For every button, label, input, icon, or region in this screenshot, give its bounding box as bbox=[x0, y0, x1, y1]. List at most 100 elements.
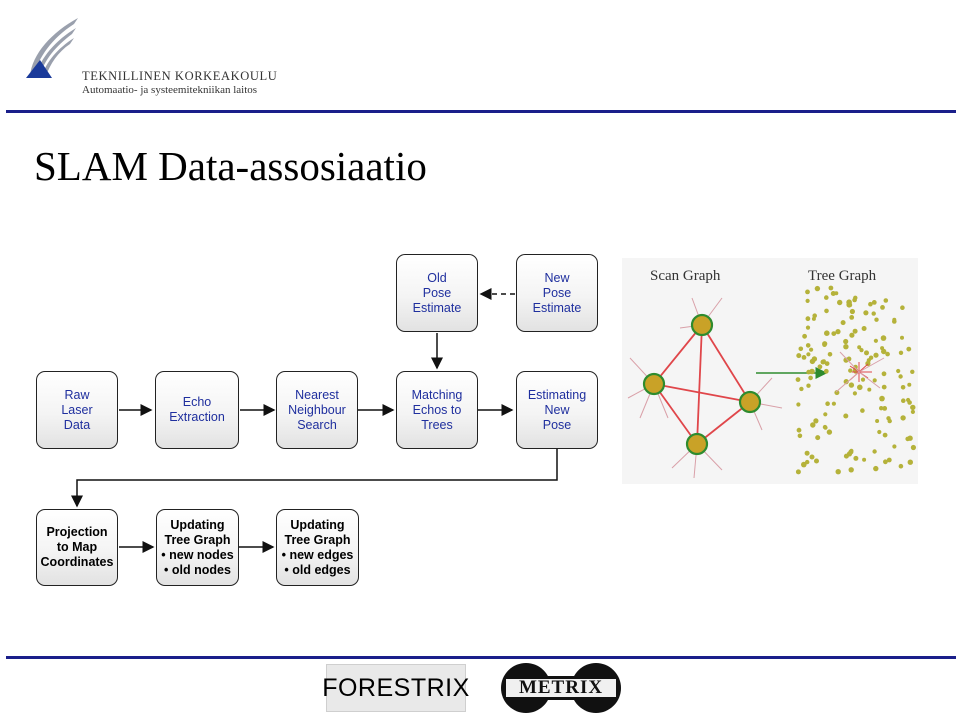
tree-dot bbox=[843, 344, 849, 350]
tree-dot bbox=[840, 320, 846, 326]
tree-dot bbox=[801, 355, 807, 360]
tree-dot bbox=[907, 435, 913, 441]
tree-dot bbox=[822, 342, 827, 347]
tree-dot bbox=[822, 424, 828, 430]
tree-dot bbox=[896, 368, 901, 374]
tree-dot bbox=[848, 368, 853, 373]
tree-dot bbox=[797, 433, 803, 439]
tree-dot bbox=[862, 457, 867, 462]
tree-dot bbox=[880, 346, 885, 351]
tree-dot bbox=[880, 335, 887, 341]
tree-dot bbox=[880, 305, 885, 310]
tree-dot bbox=[801, 461, 807, 468]
tree-dot bbox=[805, 298, 810, 303]
scan-graph-edges bbox=[653, 324, 751, 445]
tree-dot bbox=[898, 374, 903, 379]
tree-dot bbox=[843, 338, 849, 345]
tree-dot bbox=[872, 378, 877, 383]
forestrix-logo: FORESTRIX bbox=[322, 664, 469, 712]
tree-dot bbox=[853, 364, 858, 370]
tree-dot bbox=[886, 416, 891, 421]
tree-dot bbox=[871, 311, 876, 316]
tree-dot bbox=[825, 401, 830, 406]
tree-graph-dots bbox=[795, 285, 916, 475]
tree-dot bbox=[873, 352, 879, 358]
tree-dot bbox=[863, 310, 869, 316]
footer-rule bbox=[6, 656, 956, 659]
tree-dot bbox=[795, 377, 801, 382]
tree-dot bbox=[837, 299, 843, 306]
tree-dot bbox=[867, 387, 872, 392]
tree-dot bbox=[882, 432, 888, 438]
tree-dot bbox=[859, 348, 864, 353]
arrow-estimating-to-projection bbox=[71, 449, 558, 508]
tree-dot bbox=[879, 395, 885, 402]
tree-dot bbox=[910, 404, 916, 411]
tree-dot bbox=[881, 384, 887, 390]
tree-graph-label: Tree Graph bbox=[808, 268, 877, 284]
tree-dot bbox=[827, 352, 833, 357]
tree-dot bbox=[898, 463, 904, 469]
tree-dot bbox=[834, 390, 840, 396]
tree-dot bbox=[857, 345, 862, 350]
tree-dot bbox=[873, 338, 878, 343]
tree-dot bbox=[849, 315, 855, 320]
tree-dot bbox=[843, 379, 849, 385]
metrix-logo: METRIX bbox=[500, 662, 622, 714]
scan-graph-nodes bbox=[642, 313, 762, 456]
tree-dot bbox=[805, 289, 810, 295]
tree-dot bbox=[868, 301, 873, 307]
scan-graph-label: Scan Graph bbox=[650, 268, 721, 284]
header-rule bbox=[6, 110, 956, 113]
tree-dot bbox=[900, 415, 906, 421]
tree-dot bbox=[805, 343, 811, 348]
tree-dot bbox=[802, 333, 807, 339]
tree-dot bbox=[910, 369, 915, 374]
tree-dot bbox=[852, 391, 857, 396]
graph-figure-panel bbox=[622, 258, 918, 484]
tree-dot bbox=[805, 316, 811, 322]
tree-dot bbox=[835, 469, 841, 475]
slide-title: SLAM Data-assosiaatio bbox=[34, 143, 427, 189]
tree-dot bbox=[828, 285, 834, 291]
tree-dot bbox=[885, 351, 890, 357]
tree-dot bbox=[824, 361, 830, 366]
tree-dot bbox=[809, 454, 815, 460]
tree-dot bbox=[814, 285, 821, 292]
tree-dot bbox=[826, 429, 833, 435]
tree-dot bbox=[831, 401, 836, 406]
tree-dot bbox=[798, 346, 804, 352]
tree-dot bbox=[824, 295, 829, 300]
tree-dot bbox=[843, 453, 849, 459]
tree-dot bbox=[806, 369, 811, 375]
tree-dot bbox=[814, 458, 819, 464]
university-logo-icon bbox=[22, 14, 82, 82]
tree-dot bbox=[796, 353, 802, 359]
tree-dot bbox=[804, 450, 810, 456]
tree-dot bbox=[810, 422, 816, 428]
tree-dot bbox=[824, 308, 829, 314]
tree-dot bbox=[849, 448, 854, 453]
tree-dot bbox=[805, 459, 810, 465]
tree-dot bbox=[848, 467, 854, 473]
tree-dot bbox=[857, 384, 863, 391]
tree-dot bbox=[860, 408, 865, 413]
tree-dot bbox=[898, 350, 904, 355]
tree-dot bbox=[875, 419, 880, 423]
tree-dot bbox=[834, 291, 839, 296]
tree-dot bbox=[892, 444, 897, 449]
tree-dot bbox=[881, 371, 887, 377]
tree-dot bbox=[852, 328, 858, 334]
tree-dot bbox=[815, 435, 821, 441]
tree-dot bbox=[881, 348, 887, 355]
scan-graph-figure bbox=[627, 285, 916, 479]
tree-dot bbox=[906, 397, 911, 403]
tree-dot bbox=[824, 330, 830, 336]
tree-dot bbox=[848, 382, 855, 388]
